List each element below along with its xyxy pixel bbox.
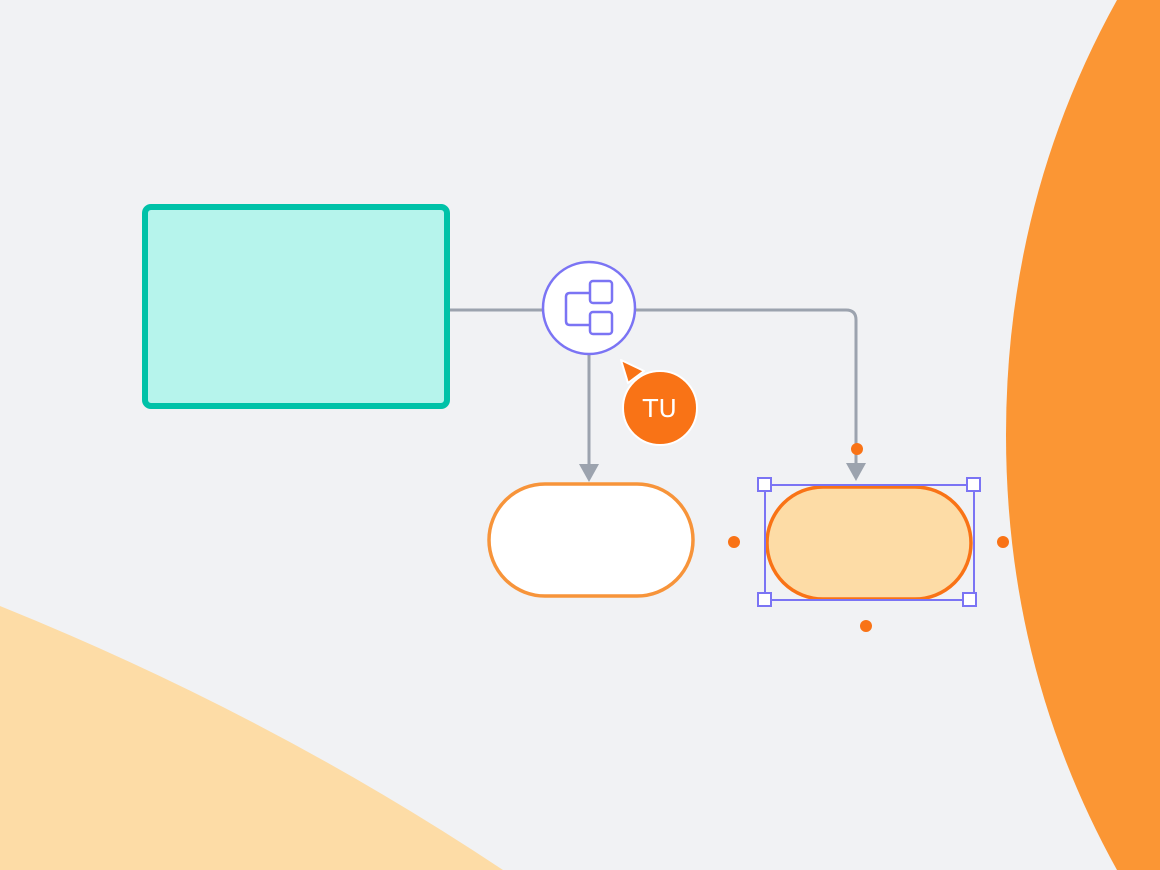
connection-point-top[interactable] xyxy=(851,443,863,455)
arrowhead-icon xyxy=(846,463,866,481)
cursor-arrow-icon xyxy=(620,359,645,384)
process-rect-node[interactable] xyxy=(142,204,450,409)
connector-branch-to-right-terminal[interactable] xyxy=(635,308,866,481)
connection-point-left[interactable] xyxy=(728,536,740,548)
decor-orange-shape xyxy=(1006,0,1160,870)
structure-icon xyxy=(564,279,614,336)
branch-node[interactable] xyxy=(541,260,637,356)
connection-point-bottom[interactable] xyxy=(860,620,872,632)
resize-handle-top-left[interactable] xyxy=(757,477,772,492)
connector-branch-to-left-terminal[interactable] xyxy=(579,354,599,482)
decor-beige-shape xyxy=(0,606,503,870)
terminal-left-node[interactable] xyxy=(487,482,695,598)
arrowhead-icon xyxy=(579,464,599,482)
resize-handle-top-right[interactable] xyxy=(966,477,981,492)
terminal-right-node[interactable] xyxy=(765,485,973,601)
collaborator-cursor xyxy=(620,359,698,446)
resize-handle-bottom-right[interactable] xyxy=(962,592,977,607)
collaborator-avatar xyxy=(622,370,698,446)
resize-handle-bottom-left[interactable] xyxy=(757,592,772,607)
selection-box[interactable] xyxy=(757,477,981,607)
connection-point-right[interactable] xyxy=(997,536,1009,548)
